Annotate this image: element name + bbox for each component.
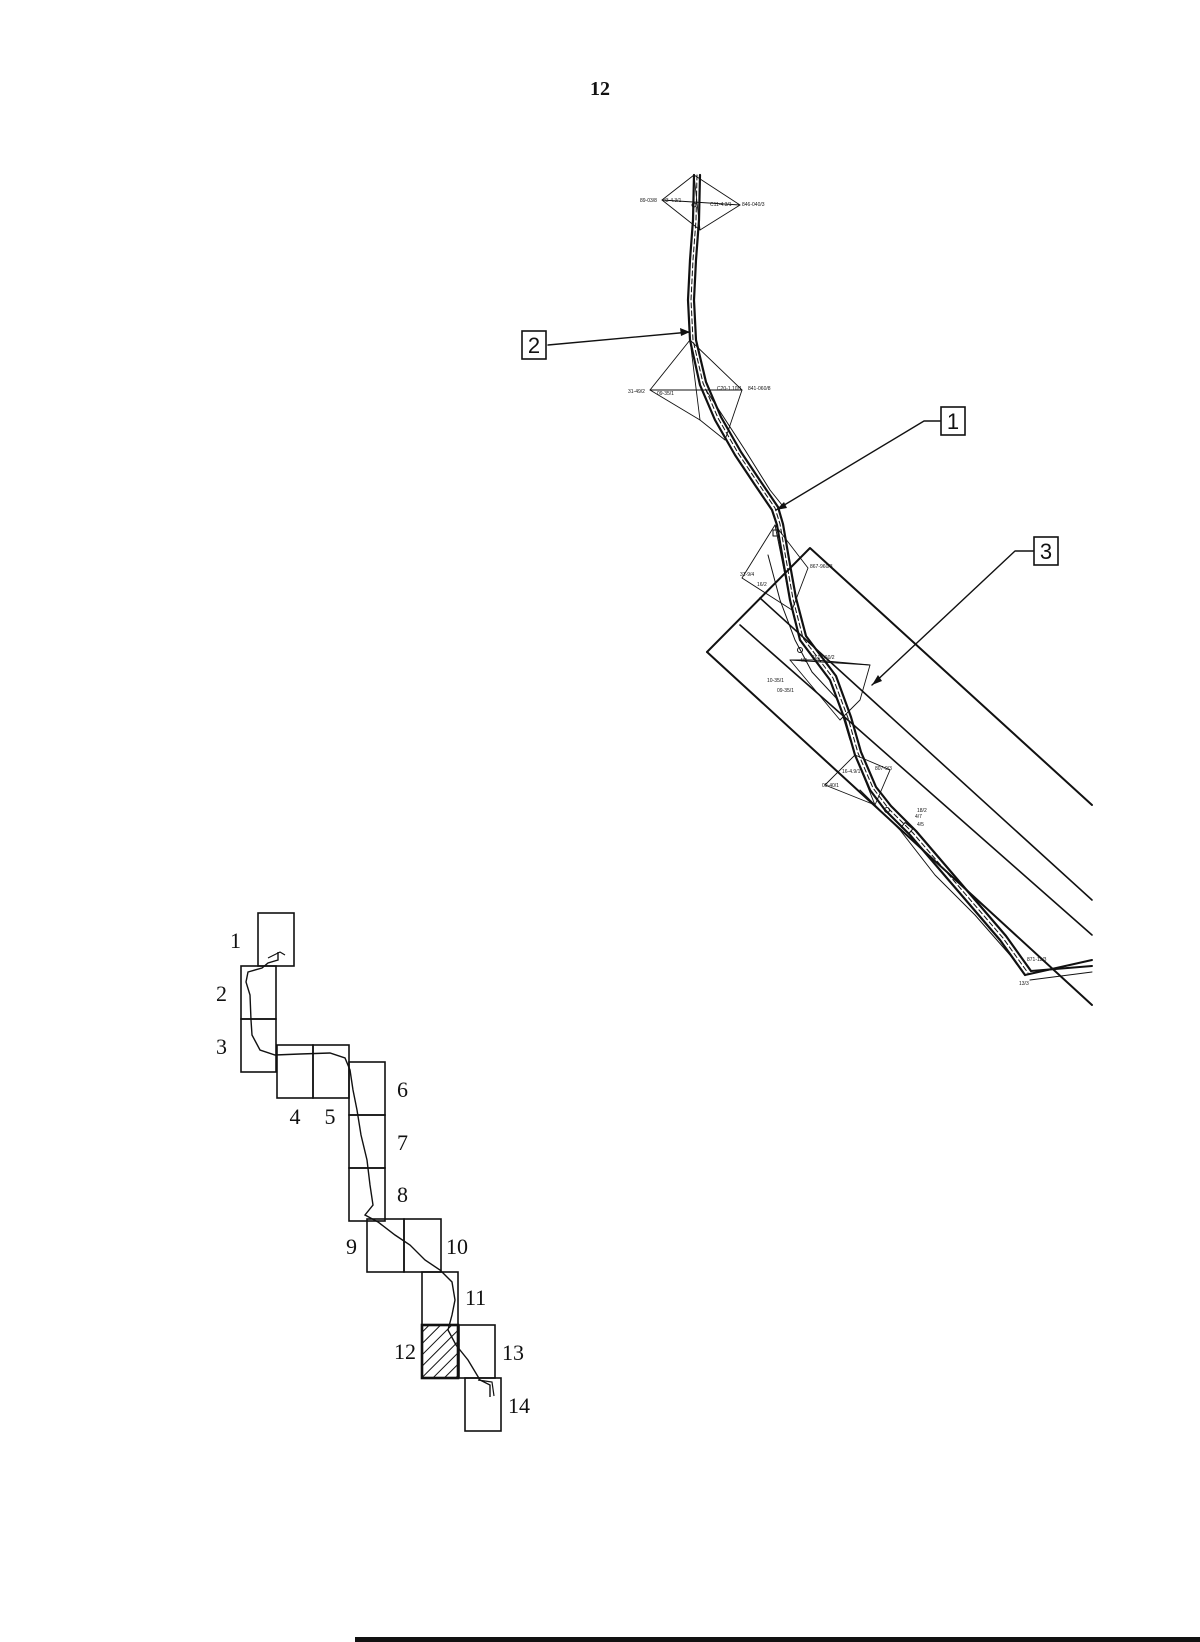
callout-1: 1 [940, 406, 966, 436]
station-label: 841-060/8 [748, 386, 771, 392]
key-map-sheet-label-12: 12 [394, 1339, 416, 1364]
callout-1-label: 1 [947, 409, 959, 434]
station-label: 18/2 [917, 808, 927, 814]
station-label: 09-40/1 [822, 783, 839, 789]
station-label: 89-03/8 [640, 198, 657, 204]
key-map-sheet-label-8: 8 [397, 1182, 408, 1207]
key-map-sheet-label-11: 11 [465, 1285, 486, 1310]
station-label: 16/2 [757, 582, 767, 588]
station-label: 13/3 [1019, 981, 1029, 987]
key-map-sheet-label-1: 1 [230, 928, 241, 953]
station-label: 661-060/2 [812, 655, 835, 661]
station-label: 09-35/1 [657, 391, 674, 397]
callout-3: 3 [1033, 536, 1059, 566]
station-label: C20-1.10/1 [717, 386, 742, 392]
station-label: 4/3 [800, 658, 807, 664]
key-map-sheet-label-6: 6 [397, 1077, 408, 1102]
key-map-sheet-1 [257, 912, 295, 967]
callout-2-label: 2 [528, 333, 540, 358]
key-map-sheet-label-13: 13 [502, 1340, 524, 1365]
page-number: 12 [590, 78, 610, 100]
key-map-sheet-4 [276, 1044, 314, 1099]
key-map-sheet-label-10: 10 [446, 1234, 468, 1259]
station-label: 4/7 [915, 814, 922, 820]
page-bottom-rule [355, 1637, 1200, 1642]
key-map-sheet-label-2: 2 [216, 981, 227, 1006]
station-label: 871-11/3 [1027, 957, 1047, 963]
callout-leaders [547, 331, 1034, 686]
station-label: C11-4.3/1 [710, 202, 732, 208]
route-markers [691, 202, 914, 835]
highlighted-area-rectangle [706, 547, 1093, 1006]
key-map-sheet-11 [421, 1271, 459, 1326]
key-map-sheet-12 [420, 1323, 460, 1380]
station-label: 31-9/4 [740, 572, 754, 578]
station-label: 31-49/2 [628, 389, 645, 395]
station-label: 807-9/3 [875, 766, 892, 772]
station-label: 33-4.3/1 [663, 198, 682, 204]
station-label: 16-4.9/1 [842, 769, 861, 775]
key-map-sheet-label-9: 9 [346, 1234, 357, 1259]
key-map-sheet-label-14: 14 [508, 1393, 530, 1418]
survey-triangulation [649, 174, 891, 806]
key-map-sheet-label-3: 3 [216, 1034, 227, 1059]
key-map-sheet-13 [458, 1324, 496, 1379]
key-map-sheet-label-7: 7 [397, 1130, 408, 1155]
callout-arrowheads [680, 328, 882, 685]
key-map-sheet-label-4: 4 [290, 1104, 301, 1129]
station-label: 4/5 [917, 822, 924, 828]
callout-2: 2 [521, 330, 547, 360]
station-label: 846-040/3 [742, 202, 765, 208]
key-map-sheet-3 [240, 1018, 277, 1073]
key-map-sheet-14 [464, 1377, 502, 1432]
key-map-sheet-2 [240, 965, 277, 1020]
key-map-sheet-6 [348, 1061, 386, 1116]
callout-3-label: 3 [1040, 539, 1052, 564]
station-label: 10-35/1 [767, 678, 784, 684]
station-label: 867-960/3 [810, 564, 833, 570]
key-map-route [245, 952, 491, 1397]
key-map-sheet-label-5: 5 [325, 1104, 336, 1129]
station-label: 09-35/1 [777, 688, 794, 694]
